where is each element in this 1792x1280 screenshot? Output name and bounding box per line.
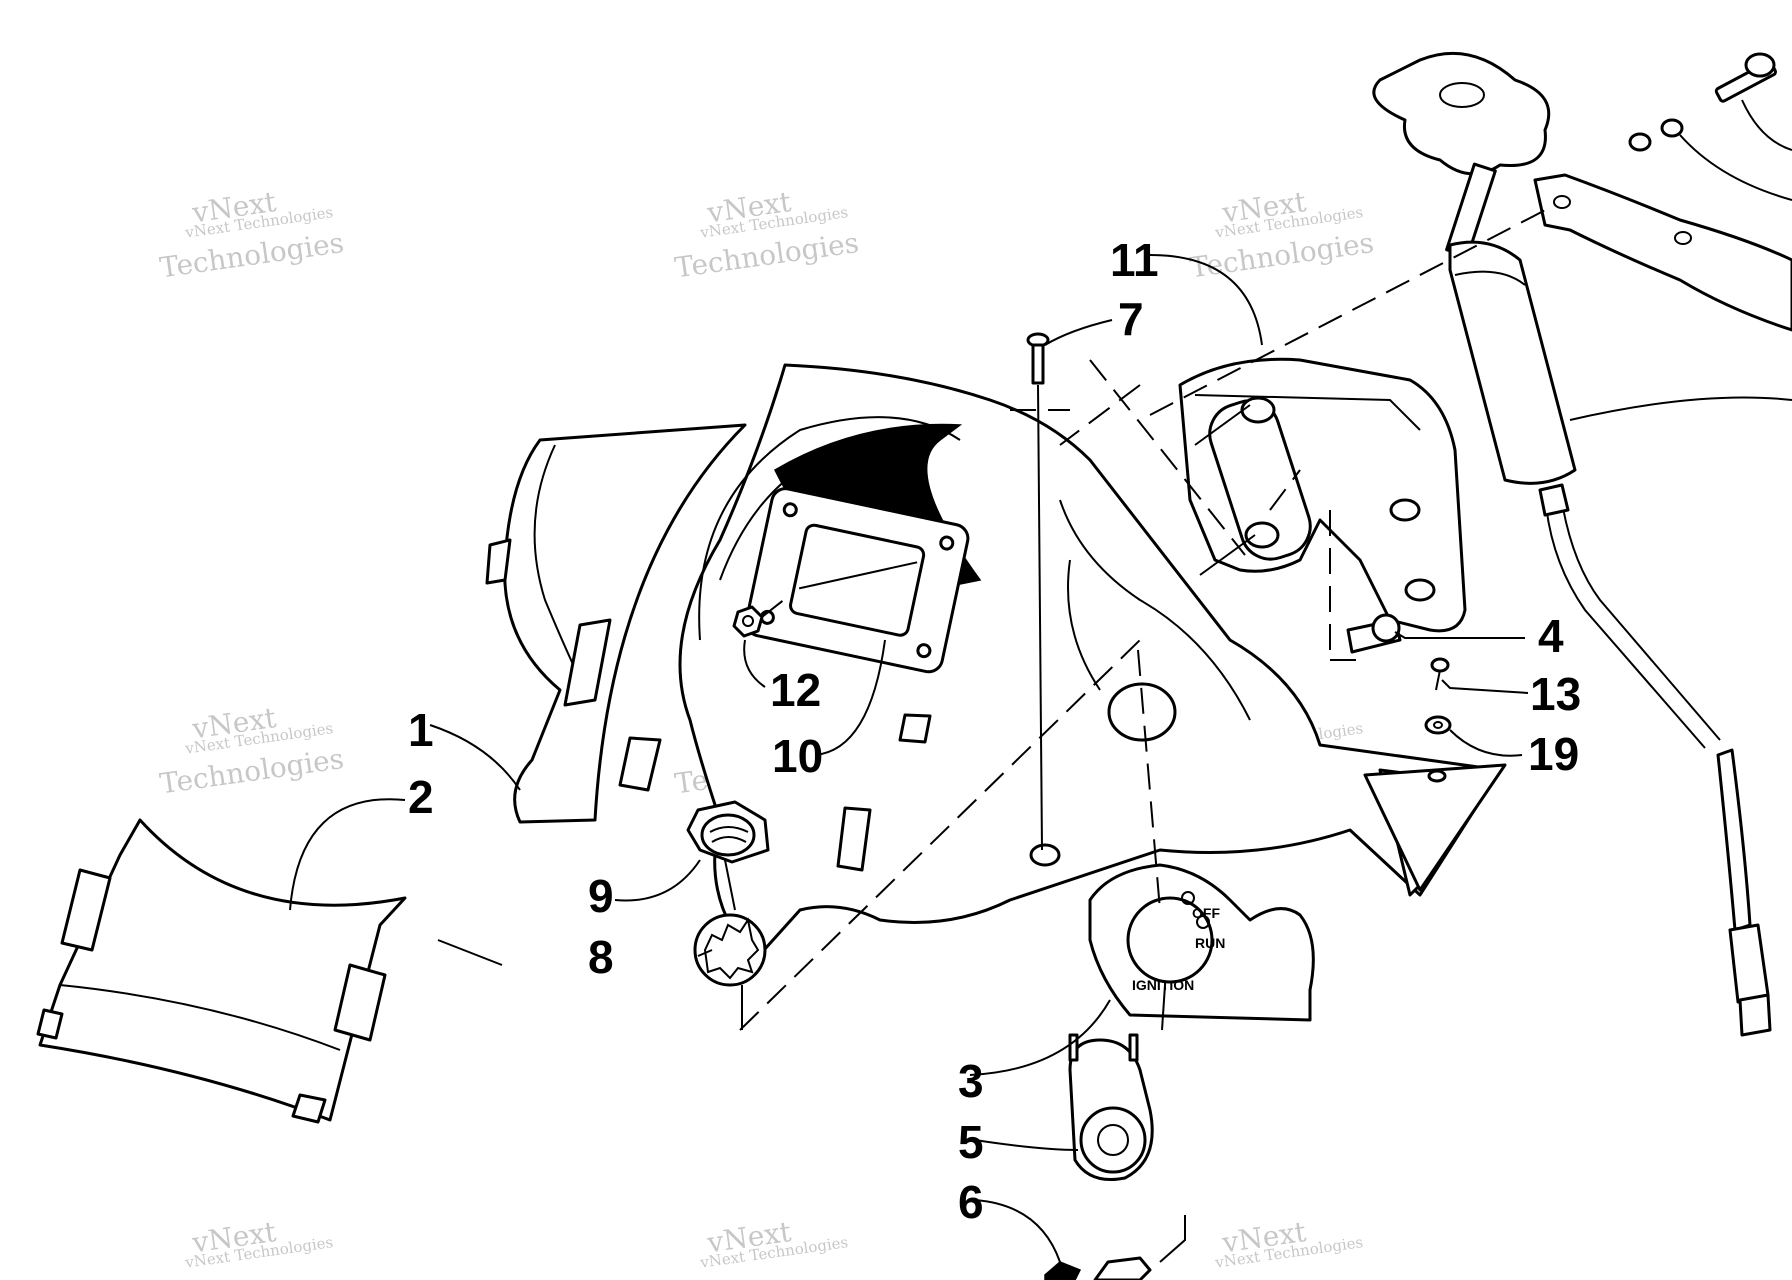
primer-hose bbox=[1569, 396, 1792, 1037]
upper-bolt-washers bbox=[1628, 52, 1792, 201]
part-8-lock-washer bbox=[693, 859, 767, 1030]
part-7-screw bbox=[1010, 332, 1070, 851]
callout-2: 2 bbox=[408, 771, 434, 823]
callout-1: 1 bbox=[408, 704, 434, 756]
callout-11: 11 bbox=[1110, 234, 1159, 286]
part-2-lower-cover bbox=[36, 818, 503, 1124]
clamp-bracket bbox=[1149, 173, 1792, 416]
watermark-group: vNext vNext Technologies Technologies bbox=[158, 701, 346, 801]
callout-8: 8 bbox=[588, 931, 614, 983]
callout-7: 7 bbox=[1118, 293, 1144, 345]
callout-3: 3 bbox=[958, 1055, 984, 1107]
part-13-screw bbox=[1430, 657, 1450, 691]
plate-ignition-label: IGNITION bbox=[1132, 977, 1194, 993]
part-1-side-panel bbox=[485, 423, 747, 824]
part-19-washer bbox=[1424, 715, 1452, 735]
part-11-bracket bbox=[1178, 357, 1467, 633]
alignment-lines bbox=[739, 359, 1301, 1031]
watermark-group: vNext vNext Technologies bbox=[183, 1215, 334, 1272]
switch-off-label: OFF bbox=[1192, 905, 1220, 921]
callout-12: 12 bbox=[770, 664, 821, 716]
watermark-group: vNext vNext Technologies bbox=[698, 1215, 849, 1272]
callout-9: 9 bbox=[588, 870, 614, 922]
callout-labels: 1 2 3 4 5 6 7 8 9 10 11 12 13 19 bbox=[408, 234, 1581, 1228]
watermark-group: vNext vNext Technologies bbox=[1213, 1215, 1364, 1272]
watermark-group: vNext vNext Technologies Technologies bbox=[673, 185, 861, 285]
watermark-group: vNext vNext Technologies Technologies bbox=[158, 185, 346, 285]
switch-run-label: RUN bbox=[1195, 935, 1225, 951]
callout-4: 4 bbox=[1538, 610, 1564, 662]
alignment-line bbox=[437, 939, 503, 966]
callout-10: 10 bbox=[772, 730, 823, 782]
part-9-hex-nut bbox=[686, 800, 770, 864]
callout-13: 13 bbox=[1530, 668, 1581, 720]
leader-lines bbox=[289, 254, 1529, 1263]
callout-19: 19 bbox=[1528, 728, 1579, 780]
watermark-group: vNext vNext Technologies Technologies bbox=[1188, 185, 1376, 285]
callout-6: 6 bbox=[958, 1176, 984, 1228]
part-6-key bbox=[1044, 1215, 1186, 1280]
part-4-screw bbox=[1329, 510, 1402, 661]
part-3-ignition-plate: OFF RUN IGNITION bbox=[1088, 863, 1315, 1022]
ignition-mount-hole bbox=[1107, 682, 1177, 742]
callout-5: 5 bbox=[958, 1116, 984, 1168]
part-12-nut bbox=[732, 594, 791, 638]
primer-knob-assembly bbox=[1372, 51, 1721, 749]
part-5-ignition-switch bbox=[1068, 984, 1166, 1181]
